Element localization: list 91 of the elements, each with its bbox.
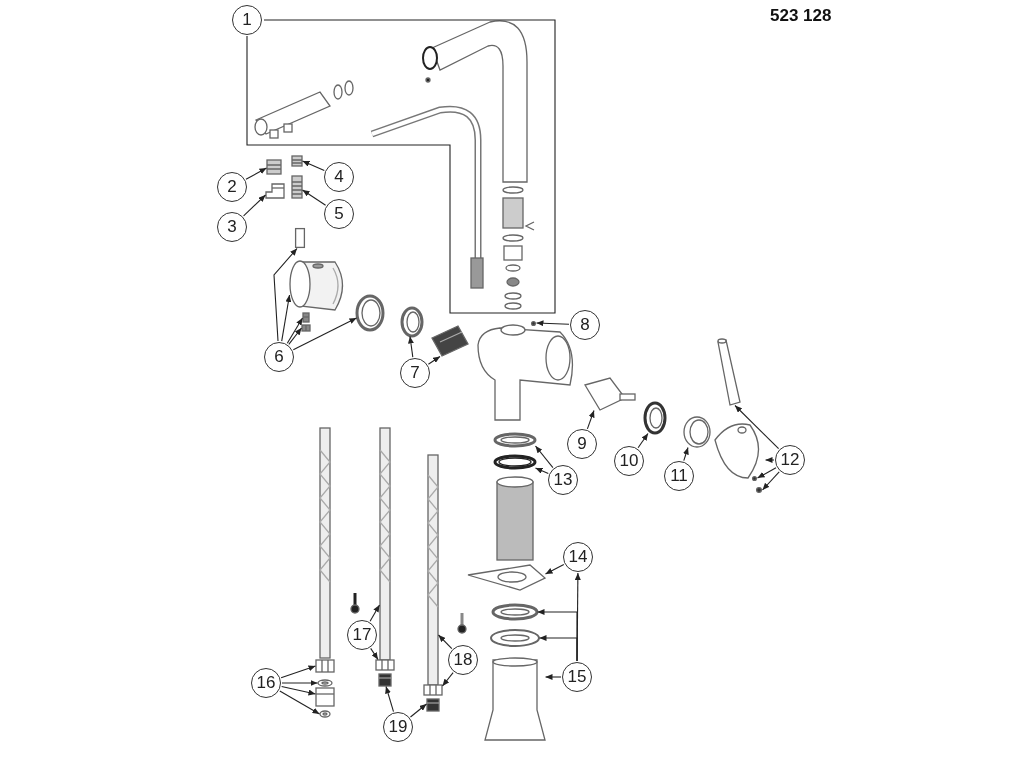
leader-line [280, 665, 317, 679]
leader-line [764, 457, 775, 463]
leader-line [286, 317, 304, 344]
callout-number: 3 [217, 212, 247, 242]
screw-drawing [302, 312, 310, 323]
leader-line [279, 690, 321, 715]
callout-number: 4 [324, 162, 354, 192]
cartridge-drawing [584, 377, 636, 411]
callout-number: 14 [563, 542, 593, 572]
leader-line [756, 467, 777, 479]
hose-drawing [427, 454, 439, 686]
ring-drawing [355, 294, 385, 332]
callout-number: 17 [347, 620, 377, 650]
pin-drawing [294, 227, 306, 249]
leader-line [734, 404, 780, 450]
part-number: 523 128 [770, 6, 832, 26]
leader-line [292, 317, 358, 351]
callout-number: 12 [775, 445, 805, 475]
handle-knob-drawing [714, 423, 760, 479]
leader-line [536, 609, 578, 662]
leader-line [281, 294, 292, 342]
mounting-plate-drawing [467, 564, 547, 591]
leader-line [683, 446, 689, 462]
leader-line [534, 445, 554, 469]
screw-drawing [751, 475, 758, 482]
callout-number: 18 [448, 645, 478, 675]
leader-line [535, 320, 570, 327]
callout-number: 9 [567, 429, 597, 459]
nut-drawing [375, 659, 395, 671]
callout-number: 13 [548, 465, 578, 495]
washer-drawing [319, 710, 331, 718]
leader-line [427, 355, 441, 365]
nut-drawing [423, 684, 443, 696]
leader-line [544, 674, 562, 680]
nut-drawing [315, 659, 335, 673]
leader-line [245, 167, 268, 180]
leader-line [441, 672, 454, 687]
leader-line [301, 160, 325, 172]
leader-line [281, 685, 317, 696]
leader-line [637, 432, 649, 449]
grub-screw-drawing [755, 486, 763, 494]
callout-number: 6 [264, 342, 294, 372]
leader-line [544, 563, 565, 575]
washer-drawing [491, 603, 539, 621]
leader-line [243, 194, 267, 217]
ring-drawing [683, 416, 711, 448]
leader-line [761, 471, 780, 491]
leader-line [288, 327, 303, 345]
nut-drawing [266, 159, 282, 175]
leader-line [281, 680, 319, 686]
leader-line [385, 685, 395, 713]
callout-number: 7 [400, 358, 430, 388]
threaded-insert-drawing [291, 175, 303, 199]
fitting-drawing [315, 687, 335, 707]
o-ring-drawing [493, 454, 537, 470]
leader-line [273, 247, 298, 342]
callout-number: 19 [383, 712, 413, 742]
ring-drawing [643, 401, 667, 435]
leader-line [301, 189, 327, 206]
washer-drawing [317, 679, 333, 687]
bracket-line [246, 19, 556, 314]
leader-line [409, 703, 428, 718]
callout-number: 16 [251, 668, 281, 698]
leader-line [586, 409, 595, 430]
callout-number: 5 [324, 199, 354, 229]
callout-number: 10 [614, 446, 644, 476]
callout-number: 2 [217, 172, 247, 202]
callout-number: 15 [562, 662, 592, 692]
washer-drawing [490, 629, 540, 647]
hose-drawing [379, 427, 391, 661]
mounting-nut-drawing [484, 657, 546, 741]
leader-line [534, 467, 549, 475]
lever-pin-drawing [717, 338, 741, 406]
callout-number: 1 [232, 5, 262, 35]
leader-line [370, 647, 379, 661]
leader-line [437, 634, 453, 650]
handle-knob-drawing [289, 260, 344, 311]
callout-number: 8 [570, 310, 600, 340]
ring-drawing [400, 306, 424, 338]
cap-drawing [291, 155, 303, 167]
leader-line [407, 335, 414, 358]
callout-number: 11 [664, 461, 694, 491]
elbow-fitting-drawing [265, 183, 285, 199]
ring-drawing [493, 432, 537, 448]
leader-line [574, 572, 581, 662]
insert-drawing [426, 698, 440, 712]
grub-screw-drawing [301, 324, 311, 332]
ball-drawing [530, 320, 537, 327]
cartridge-drawing [431, 325, 469, 357]
leader-line [369, 604, 381, 622]
insert-drawing [378, 673, 392, 687]
